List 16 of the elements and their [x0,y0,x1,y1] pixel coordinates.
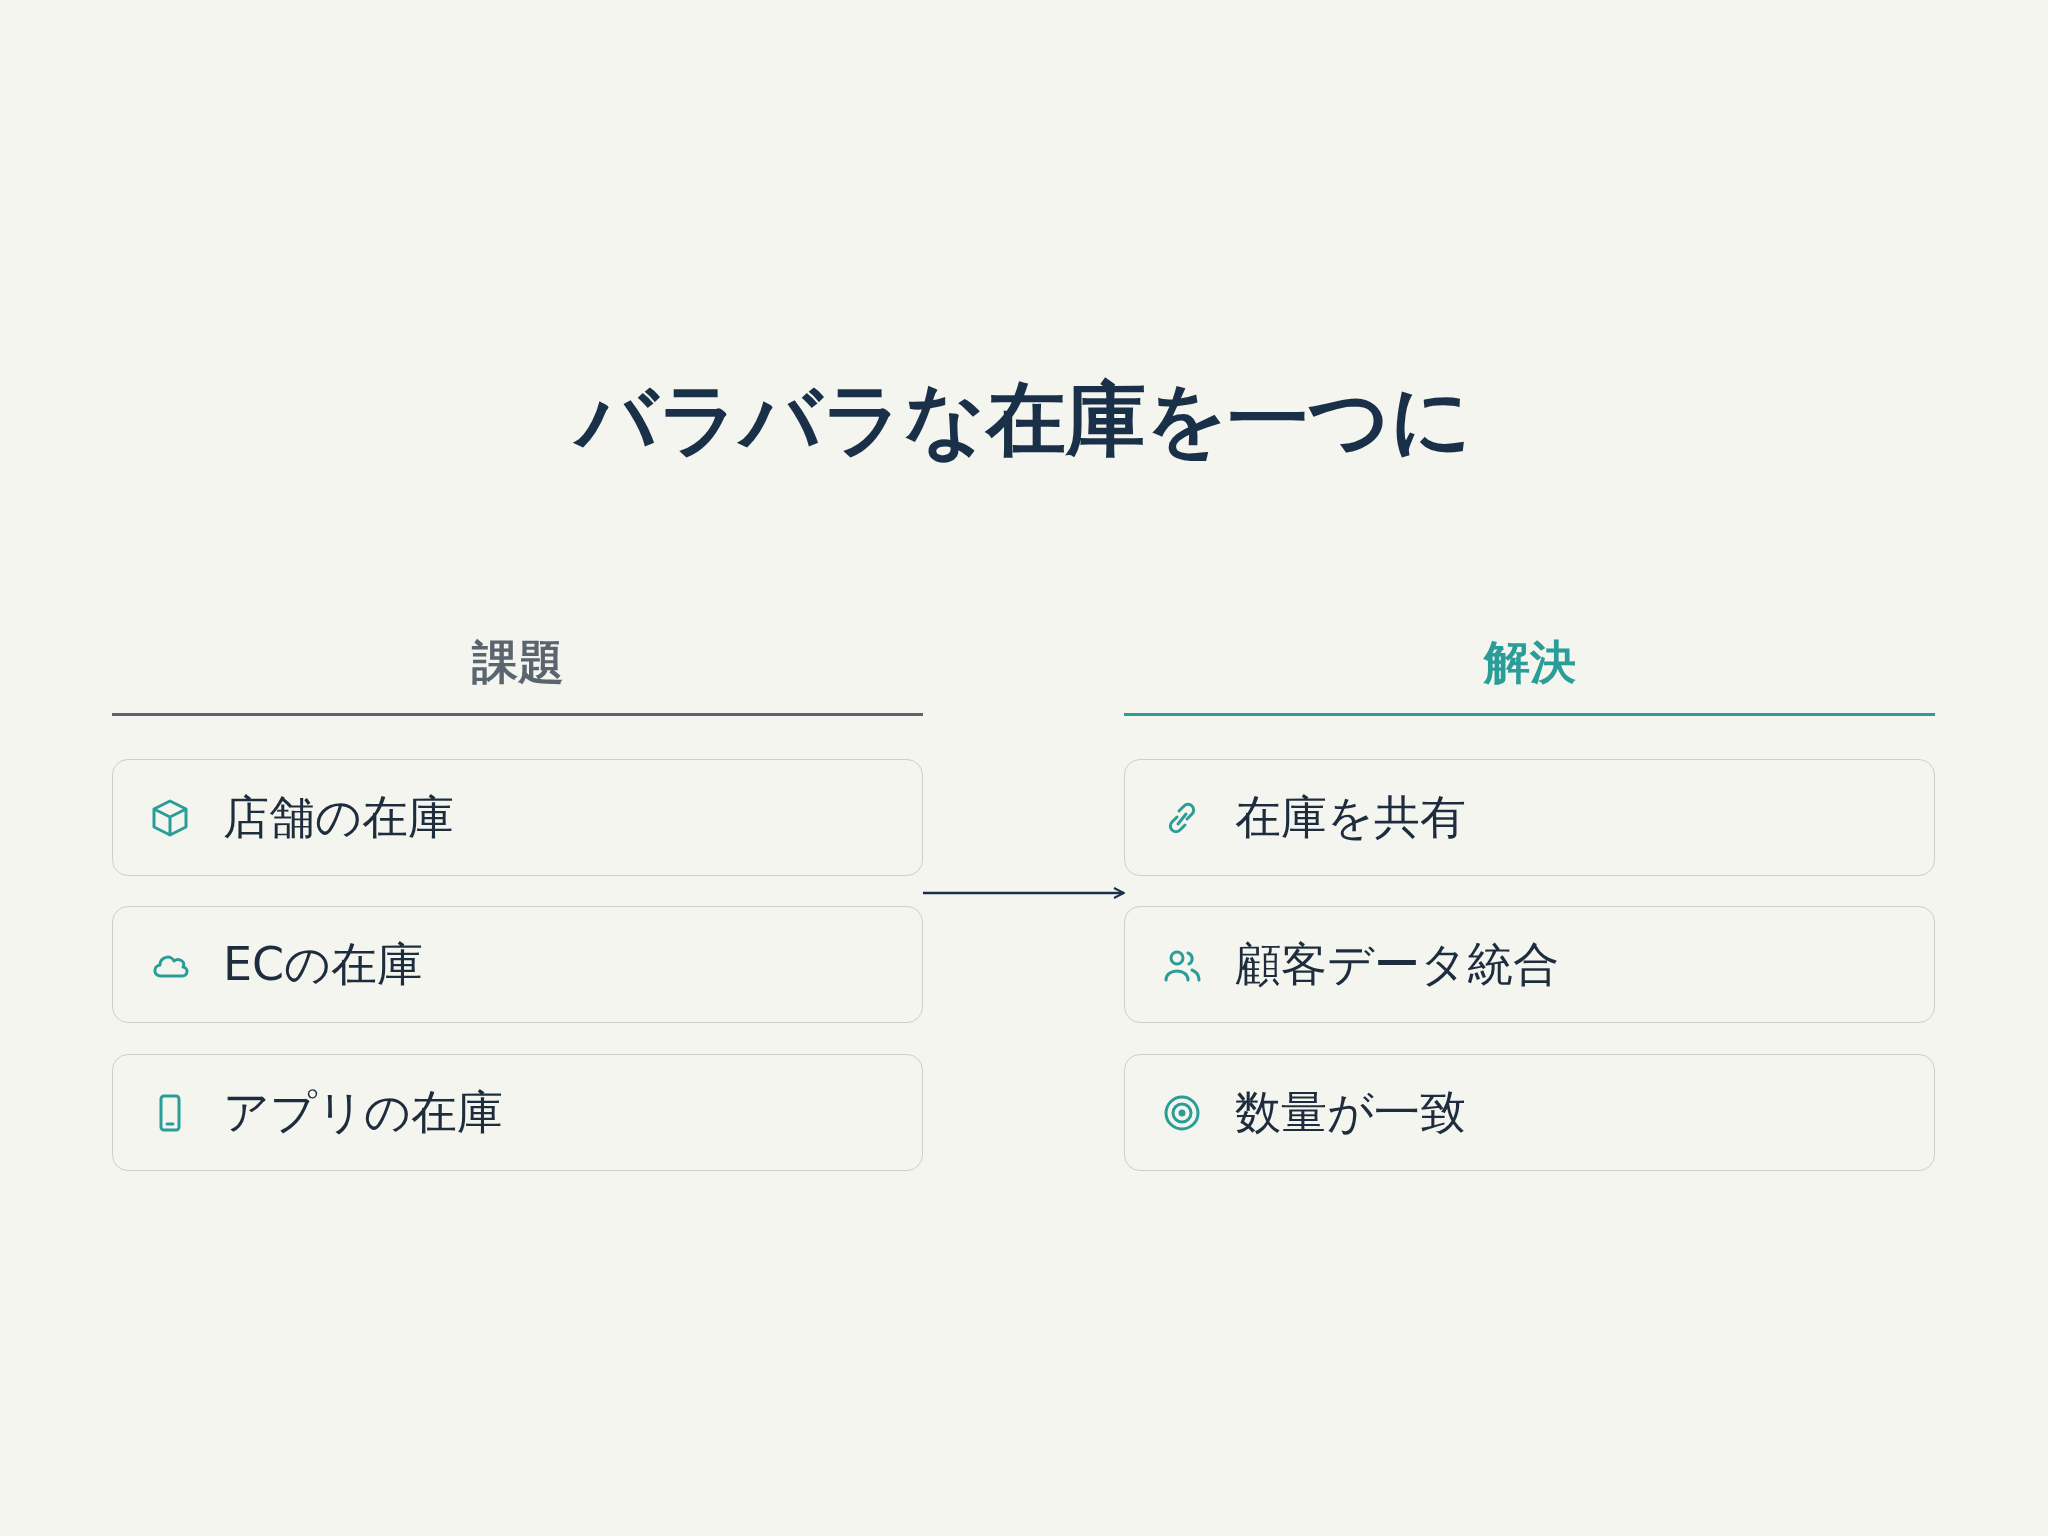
item-card [1124,906,1935,1023]
item-card [112,1054,923,1171]
item-label: ECの在庫 [223,936,424,993]
column-heading: 解決 [1124,610,1935,716]
item-label: 在庫を共有 [1235,789,1466,846]
item-label: 店舗の在庫 [223,789,454,846]
title: バラバラな在庫を一つに [0,370,2048,470]
item-card [112,906,923,1023]
item-label: 数量が一致 [1235,1084,1466,1141]
arrow [923,887,1125,899]
item-label: アプリの在庫 [223,1084,503,1141]
column-heading: 課題 [112,610,923,716]
item-card [1124,1054,1935,1171]
item-label: 顧客データ統合 [1235,936,1559,993]
item-card [1124,759,1935,876]
item-card [112,759,923,876]
